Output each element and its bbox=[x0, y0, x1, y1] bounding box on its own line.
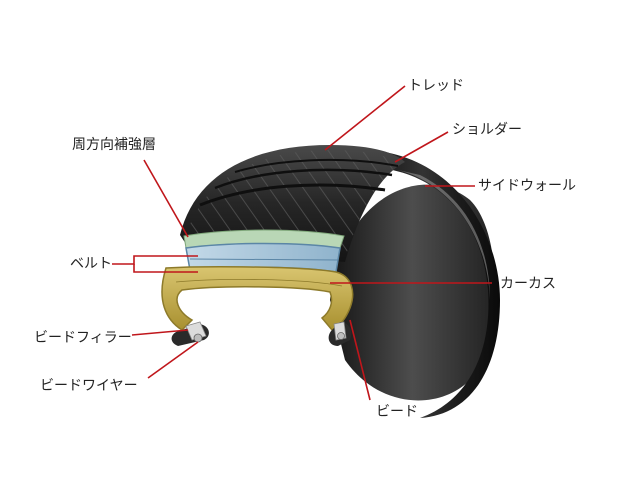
carcass-layer bbox=[161, 266, 354, 331]
label-bead: ビード bbox=[376, 404, 418, 420]
leader-cap-ply bbox=[143, 159, 189, 238]
leader-shoulder bbox=[394, 131, 449, 163]
bead-wire-left bbox=[193, 333, 203, 343]
label-bead-wire: ビードワイヤー bbox=[40, 378, 138, 394]
leader-bead-wire bbox=[147, 341, 199, 379]
leader-bead bbox=[349, 319, 371, 401]
leader-bead-filler bbox=[131, 329, 189, 336]
label-bead-filler: ビードフィラー bbox=[34, 330, 132, 346]
label-belt: ベルト bbox=[70, 256, 112, 272]
label-shoulder: ショルダー bbox=[452, 122, 522, 138]
leader-tread bbox=[324, 85, 406, 151]
label-tread: トレッド bbox=[408, 78, 464, 94]
tire-inner-wall bbox=[330, 184, 495, 401]
leader-lines bbox=[112, 85, 492, 401]
label-sidewall: サイドウォール bbox=[478, 178, 576, 194]
leader-belt bbox=[112, 255, 198, 265]
bead-wire-right bbox=[337, 332, 345, 340]
label-carcass: カーカス bbox=[500, 276, 556, 292]
label-cap-ply: 周方向補強層 bbox=[72, 137, 156, 153]
